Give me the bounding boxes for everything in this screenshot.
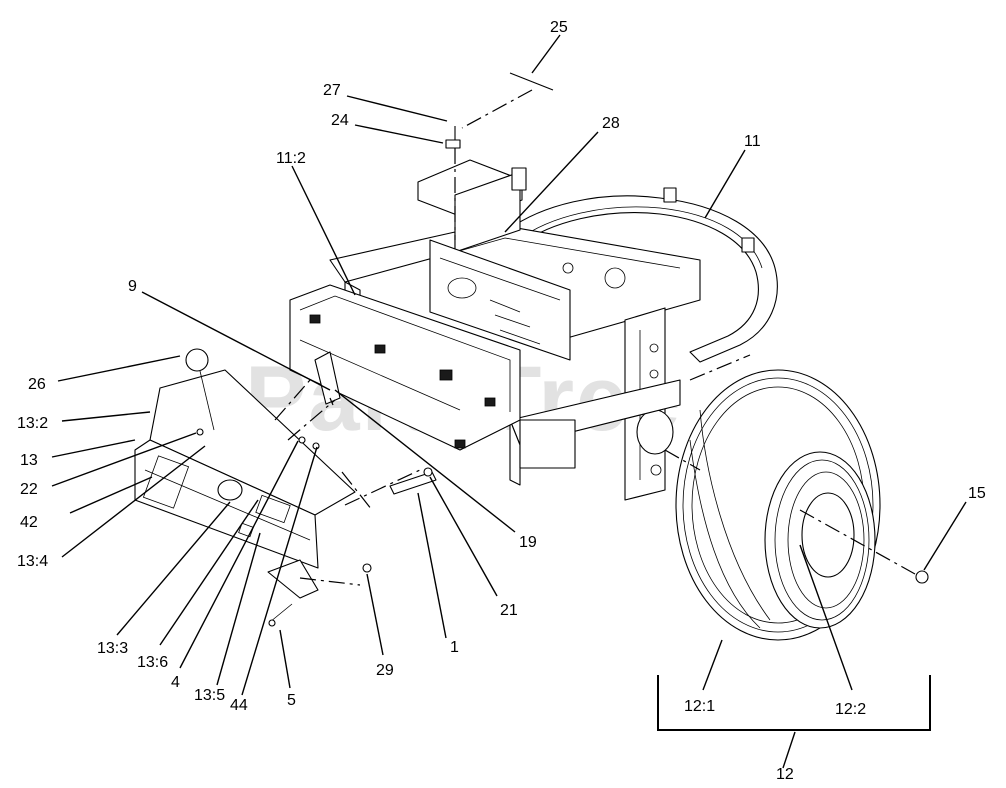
callout-25: 25 [550,19,568,36]
callout-42: 42 [20,514,38,531]
callout-21: 21 [500,602,518,619]
wheel-drawing [675,369,929,641]
callout-44: 44 [230,697,248,714]
callout-12: 12 [776,766,794,783]
callout-28: 28 [602,115,620,132]
callout-13-5: 13:5 [194,687,225,704]
callout-19: 19 [519,534,537,551]
callout-29: 29 [376,662,394,679]
callout-11-2: 11:2 [276,150,306,167]
callout-13: 13 [20,452,38,469]
callout-13-3: 13:3 [97,640,128,657]
callout-13-6: 13:6 [137,654,168,671]
callout-13-4: 13:4 [17,553,48,570]
callout-22: 22 [20,481,38,498]
callout-5: 5 [287,692,296,709]
callout-24: 24 [331,112,349,129]
callout-15: 15 [968,485,986,502]
cover-assembly-drawing [134,72,554,627]
callout-labels: 25 27 24 28 11:2 11 9 26 13:2 13 22 42 1… [17,19,986,783]
alignment-lines [274,89,916,586]
leader-lines [51,34,967,769]
callout-4: 4 [171,674,180,691]
rear-frame-drawing [289,159,778,501]
callout-27: 27 [323,82,341,99]
callout-11: 11 [744,133,761,150]
callout-12-2: 12:2 [835,701,866,718]
callout-12-1: 12:1 [684,698,715,715]
callout-9: 9 [128,278,137,295]
callout-26: 26 [28,376,46,393]
callout-1: 1 [450,639,459,656]
callout-13-2: 13:2 [17,415,48,432]
